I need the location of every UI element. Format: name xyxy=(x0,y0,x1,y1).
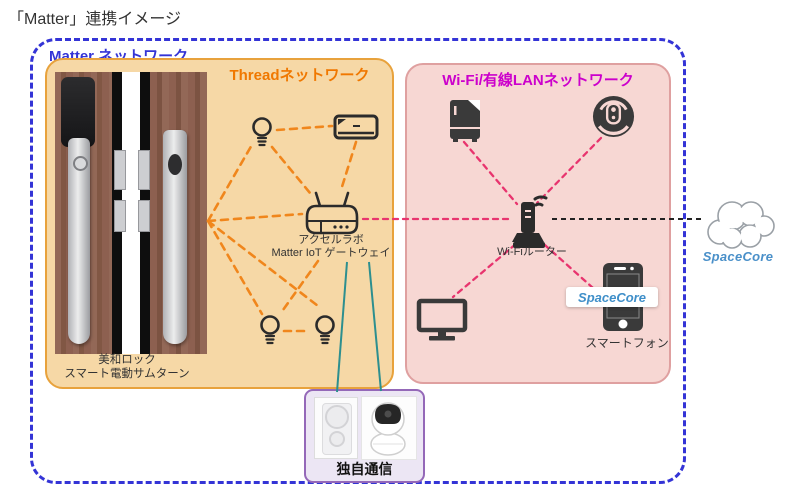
gateway-caption-line2: Matter IoT ゲートウェイ xyxy=(271,247,391,260)
wall-switch-button-small xyxy=(329,431,345,447)
pan-tilt-camera-photo xyxy=(361,396,417,460)
cloud-spacecore-label: SpaceCore xyxy=(702,249,774,264)
cloud-icon xyxy=(707,201,775,249)
gateway-caption-line1: アクセルラボ xyxy=(298,234,364,246)
wall-switch-button-large xyxy=(325,405,349,429)
thread-network-area: Threadネットワーク xyxy=(45,58,394,389)
lock-caption-line2: スマート電動サムターン xyxy=(64,368,190,381)
proprietary-communication-label: 独自通信 xyxy=(336,461,393,477)
wall-switch-photo xyxy=(314,397,358,459)
thread-network-label: Threadネットワーク xyxy=(229,67,370,84)
wifi-network-label: Wi-Fi/有線LANネットワーク xyxy=(442,72,634,89)
lock-caption-line1: 美和ロック xyxy=(98,354,156,366)
lock-caption: 美和ロック スマート電動サムターン xyxy=(47,353,207,382)
wifi-router-caption: Wi-Fiルーター xyxy=(497,246,567,258)
smartphone-caption: スマートフォン xyxy=(585,336,669,350)
camera-icon xyxy=(370,402,406,456)
proprietary-communication-box: 独自通信 xyxy=(304,389,425,483)
gateway-caption: アクセルラボ Matter IoT ゲートウェイ xyxy=(266,234,396,260)
page-title: 「Matter」連携イメージ xyxy=(8,11,182,28)
spacecore-badge: SpaceCore xyxy=(566,287,658,307)
